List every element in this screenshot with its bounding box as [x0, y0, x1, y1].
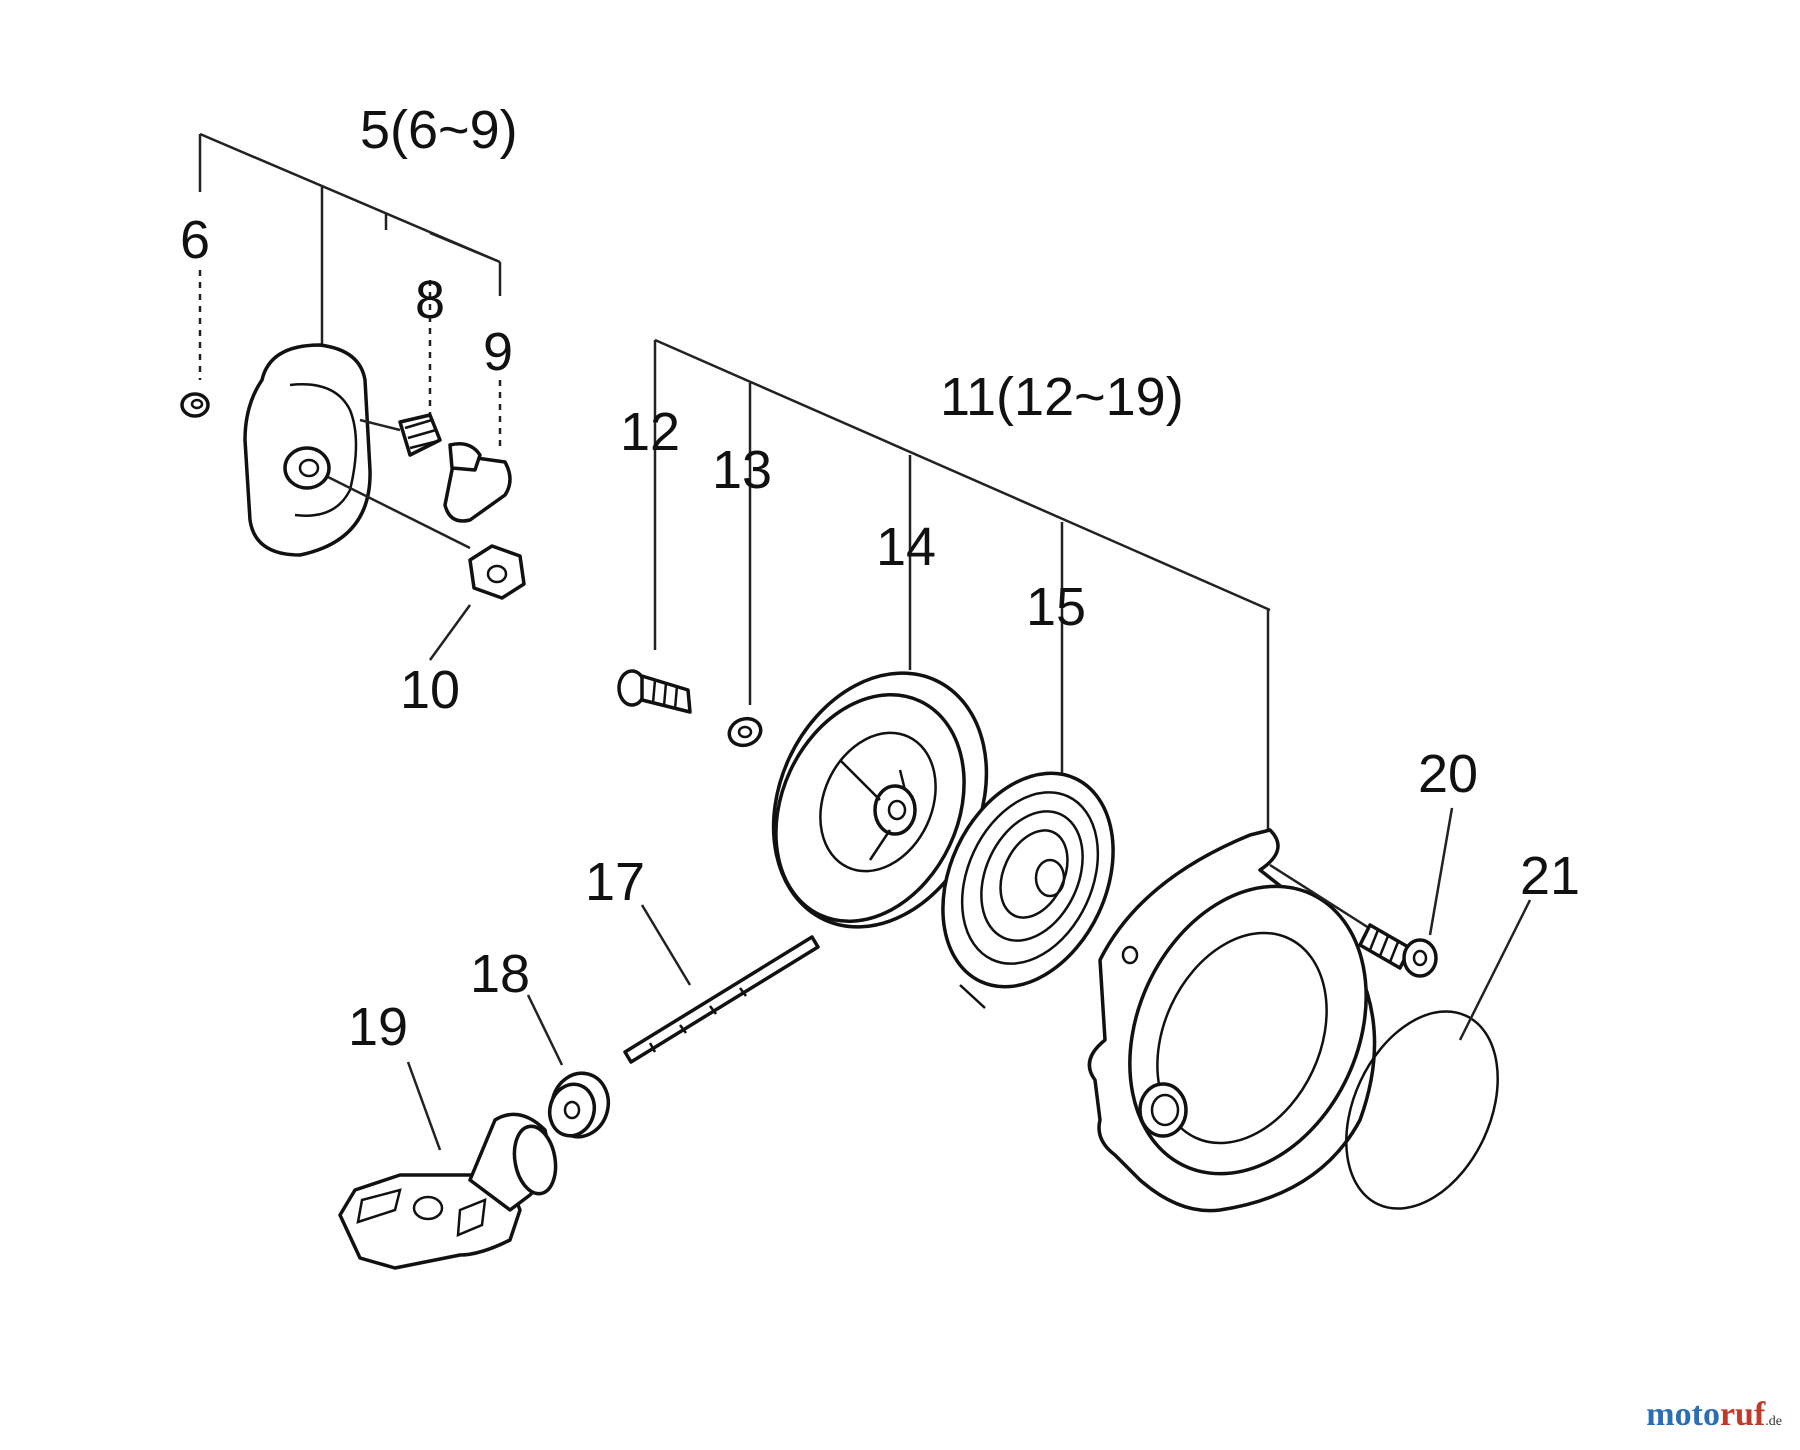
- label-17: 17: [585, 852, 645, 912]
- part-5-pawl-plate: [243, 343, 471, 557]
- part-9-pawl: [443, 442, 512, 523]
- part-8-spring: [359, 413, 442, 457]
- part-19-handle: [338, 1061, 558, 1270]
- group-5-bracket: [198, 132, 502, 450]
- part-21-gasket: [1345, 899, 1532, 1210]
- part-10-nut: [428, 544, 526, 661]
- label-13: 13: [712, 440, 772, 500]
- label-8: 8: [415, 270, 445, 330]
- label-9: 9: [483, 322, 513, 382]
- label-20: 20: [1418, 744, 1478, 804]
- part-18-grommet: [526, 994, 611, 1139]
- label-5: 5(6~9): [360, 100, 518, 160]
- part-13-washer: [727, 716, 763, 748]
- part-15-spring: [941, 771, 1115, 1009]
- part-17-rope: [623, 904, 820, 1064]
- label-12: 12: [620, 402, 680, 462]
- part-20-bolt: [1358, 807, 1454, 978]
- part-14-reel: [771, 671, 989, 929]
- label-11: 11(12~19): [940, 367, 1184, 427]
- label-15: 15: [1026, 577, 1086, 637]
- label-19: 19: [348, 997, 408, 1057]
- label-21: 21: [1520, 846, 1580, 906]
- group-11-bracket: [653, 338, 1271, 830]
- watermark-logo: motoruf.de: [1646, 1396, 1782, 1433]
- label-10: 10: [400, 660, 460, 720]
- part-12-screw: [617, 669, 692, 714]
- label-18: 18: [470, 944, 530, 1004]
- label-14: 14: [876, 517, 936, 577]
- part-6-clip: [180, 392, 210, 418]
- starter-case: [1087, 828, 1381, 1213]
- label-6: 6: [180, 210, 210, 270]
